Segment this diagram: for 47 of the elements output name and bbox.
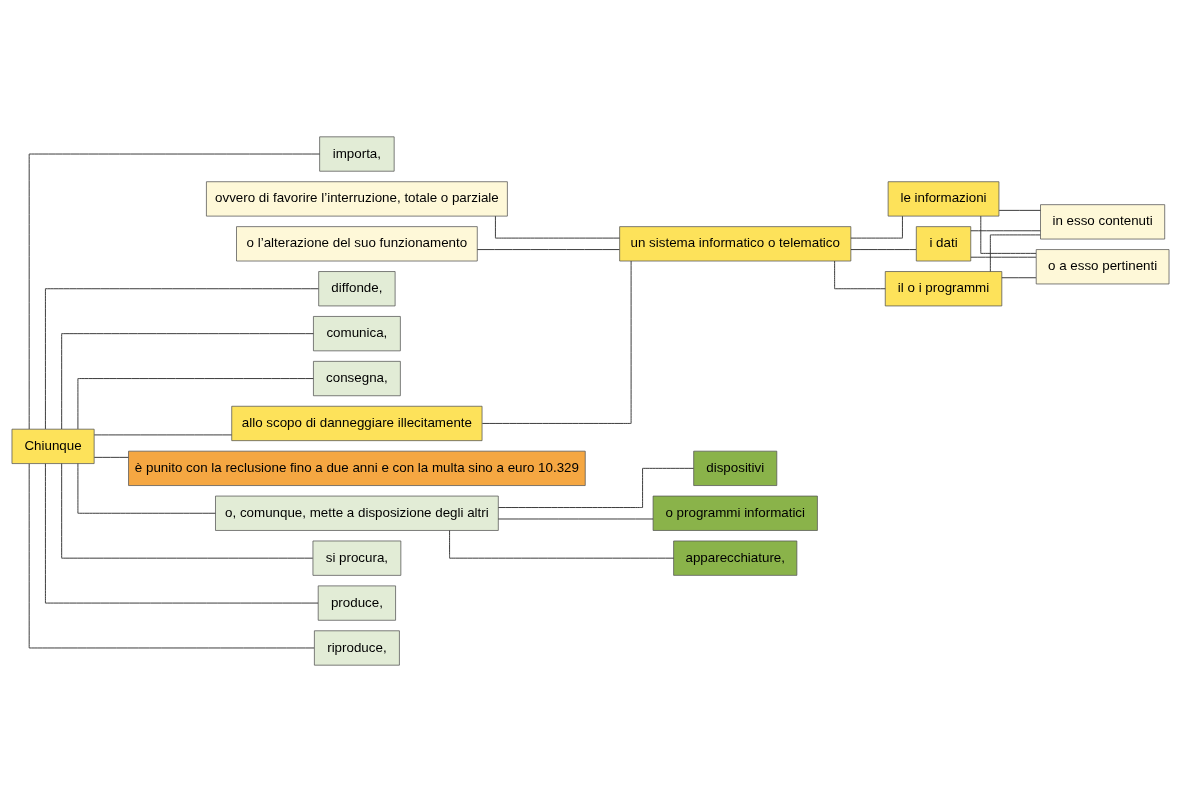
connector	[481, 260, 632, 424]
node-box: apparecchiature,	[673, 540, 798, 576]
node-box: un sistema informatico o telematico	[619, 226, 852, 262]
connector	[93, 434, 233, 436]
connector	[970, 256, 1037, 258]
node-box: il o i programmi	[884, 271, 1003, 307]
connector	[494, 215, 621, 239]
node-box: si procura,	[312, 540, 402, 576]
connector	[1001, 277, 1037, 279]
connector	[28, 463, 315, 649]
connector	[834, 260, 886, 290]
connector	[28, 153, 321, 430]
connector	[989, 234, 1041, 272]
connector	[980, 215, 1037, 254]
connector	[850, 249, 917, 251]
node-box: produce,	[317, 585, 396, 621]
node-box: consegna,	[313, 360, 401, 397]
connector	[497, 518, 654, 520]
node-box: Chiunque	[11, 428, 95, 464]
connector	[77, 463, 216, 514]
connector	[61, 463, 314, 559]
node-box: dispositivi	[693, 450, 778, 486]
connector	[44, 463, 319, 604]
node-box: in esso contenuti	[1040, 204, 1166, 240]
connector	[998, 209, 1041, 211]
connector	[61, 333, 314, 430]
connector	[93, 456, 129, 458]
node-box: riproduce,	[314, 630, 400, 666]
node-box: o, comunque, mette a disposizione degli altri	[215, 495, 499, 531]
connector	[476, 249, 620, 251]
node-box: o l’alterazione del suo funzionamento	[236, 226, 478, 262]
node-box: allo scopo di danneggiare illecitamente	[231, 405, 483, 442]
connector	[970, 230, 1041, 232]
connector	[44, 288, 319, 430]
connector	[449, 530, 675, 559]
node-box: o programmi informatici	[652, 495, 818, 531]
connector	[498, 467, 694, 508]
node-box: comunica,	[313, 316, 401, 352]
node-box: è punito con la reclusione fino a due anni e con la multa sino a euro 10.329	[128, 450, 586, 486]
node-box: diffonde,	[318, 271, 396, 307]
node-box: importa,	[319, 136, 395, 172]
node-box: ovvero di favorire l’interruzione, totale o parziale	[206, 181, 508, 217]
node-box: le informazioni	[887, 181, 1000, 217]
node-box: i dati	[915, 226, 972, 262]
connector	[850, 215, 903, 239]
connector	[77, 378, 314, 430]
node-box: o a esso pertinenti	[1035, 249, 1170, 285]
